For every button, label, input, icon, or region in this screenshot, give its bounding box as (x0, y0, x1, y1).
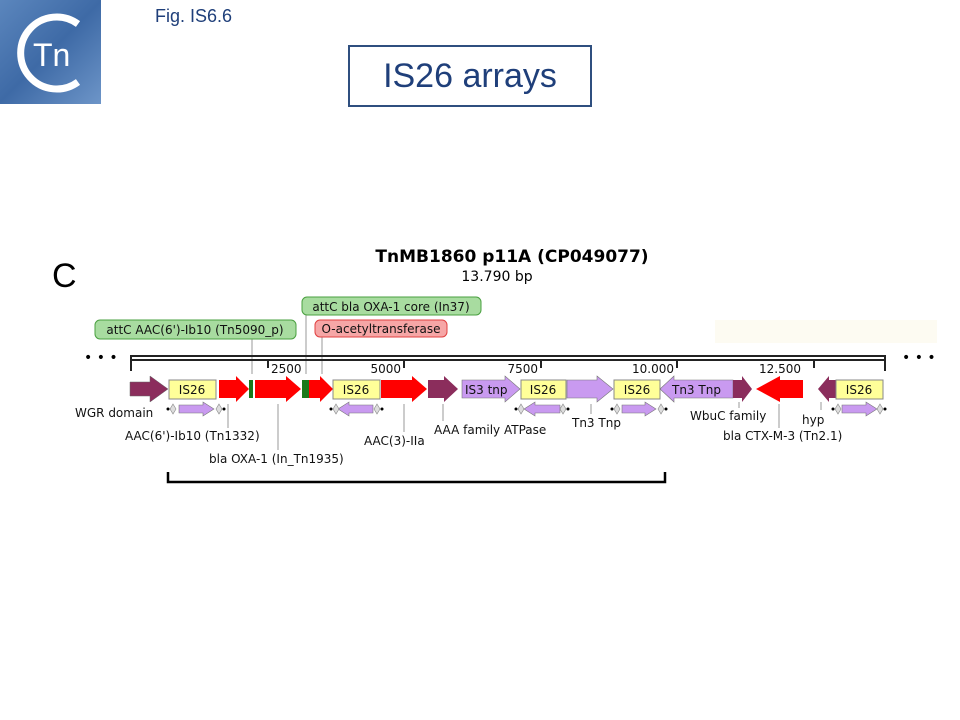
label-tn3-tnp: Tn3 Tnp (571, 416, 621, 430)
is26-box: IS26 (332, 379, 381, 400)
is26-label: IS26 (846, 383, 872, 397)
label-aaa-atpase: AAA family ATPase (434, 423, 546, 437)
label-wbuc: WbuC family (690, 409, 766, 423)
callout-attc-oxa-label: attC bla OXA-1 core (In37) (312, 300, 469, 314)
callout-attc-aac: attC AAC(6')-Ib10 (Tn5090_p) (94, 319, 297, 340)
ruler-tick-label: 5000 (370, 362, 401, 376)
logo-graphic: Tn (17, 13, 81, 93)
map-length: 13.790 bp (461, 269, 532, 285)
logo-text: Tn (33, 37, 70, 73)
is26-box: IS26 (835, 379, 884, 400)
ellipsis-right: • • • (902, 350, 936, 366)
is26-label: IS26 (530, 383, 556, 397)
callout-attc-aac-label: attC AAC(6')-Ib10 (Tn5090_p) (106, 323, 283, 337)
ruler-tick-label: 10.000 (632, 362, 674, 376)
tn-logo: Tn (0, 0, 101, 104)
aac3-arrow (381, 376, 427, 402)
label-oxa1: bla OXA-1 (In_Tn1935) (209, 452, 344, 466)
attc-aac-site (249, 380, 253, 398)
attc-oxa-site (302, 380, 309, 398)
label-aac3: AAC(3)-IIa (364, 434, 425, 448)
wbuc-arrow (733, 376, 752, 402)
aac6-arrow (219, 376, 249, 402)
ellipsis-left: • • • (84, 350, 118, 366)
label-hyp: hyp (802, 413, 824, 427)
label-leader-lines (227, 402, 822, 450)
is26-box: IS26 (613, 379, 661, 400)
label-wgr-domain: WGR domain (75, 406, 153, 420)
tn3-tnp-arrow (566, 375, 614, 403)
callout-attc-oxa: attC bla OXA-1 core (In37) (301, 296, 482, 316)
ctx-m-3-arrow (756, 376, 803, 402)
panel-letter: C (52, 257, 77, 295)
is26-label: IS26 (624, 383, 650, 397)
faint-background (715, 320, 937, 343)
is26-label: IS26 (179, 383, 205, 397)
ruler-tick-label: 2500 (271, 362, 302, 376)
is3-tnp-arrow: IS3 tnp (461, 375, 521, 403)
end-dots (166, 407, 887, 411)
is26-label: IS26 (343, 383, 369, 397)
is3-tnp-label: IS3 tnp (465, 383, 508, 397)
is26-transposase-arrows (178, 401, 878, 417)
tn3-tnp-left-arrow: Tn3 Tnp (659, 375, 734, 403)
inverted-repeat-markers (169, 403, 884, 415)
array-bracket (166, 472, 667, 484)
is26-box: IS26 (520, 379, 567, 400)
label-aac6: AAC(6')-Ib10 (Tn1332) (125, 429, 260, 443)
map-title: TnMB1860 p11A (CP049077) (375, 247, 648, 267)
callout-o-acetyl-label: O-acetyltransferase (322, 322, 441, 336)
wgr-domain-arrow (129, 375, 169, 403)
ruler (130, 355, 886, 371)
figure-label: Fig. IS6.6 (155, 6, 233, 26)
hyp-arrow (818, 376, 836, 402)
ruler-tick-label: 7500 (507, 362, 538, 376)
ruler-tick-label: 12.500 (759, 362, 801, 376)
slide-title: IS26 arrays (383, 56, 557, 95)
tn3-tnp-box-label: Tn3 Tnp (671, 383, 721, 397)
aaa-atpase-arrow (428, 376, 458, 402)
o-acetyltransferase-arrow (309, 376, 333, 402)
label-ctx-m-3: bla CTX-M-3 (Tn2.1) (723, 429, 842, 443)
oxa1-arrow (255, 376, 301, 402)
is26-box: IS26 (168, 379, 217, 400)
slide-title-box: IS26 arrays (348, 45, 592, 107)
callout-o-acetyltransferase: O-acetyltransferase (314, 319, 448, 338)
